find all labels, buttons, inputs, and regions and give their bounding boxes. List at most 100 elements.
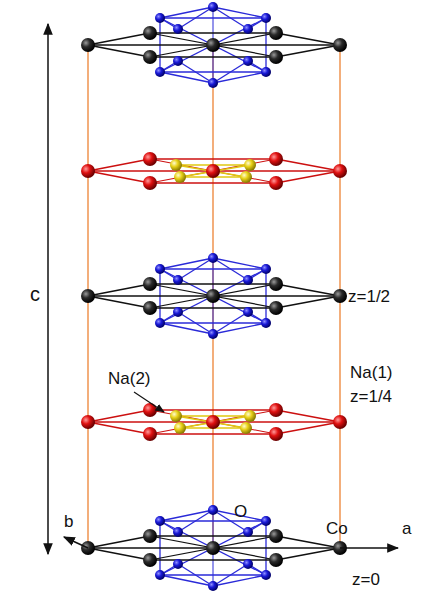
co-atom — [269, 50, 283, 64]
bond — [88, 159, 150, 171]
o-atom — [243, 275, 253, 285]
o-atom — [155, 67, 165, 77]
bond — [150, 535, 276, 537]
o-atom — [261, 318, 271, 328]
structure-label: O — [234, 503, 247, 520]
bond — [150, 158, 276, 160]
structure-label: z=1/2 — [348, 288, 390, 305]
co-atom — [206, 289, 220, 303]
o-atom — [173, 56, 183, 66]
na2-atom — [240, 422, 252, 434]
co-atom — [81, 289, 95, 303]
o-atom — [155, 318, 165, 328]
na2-pointer — [134, 392, 164, 412]
bond — [150, 536, 276, 560]
na1-atom — [81, 164, 95, 178]
o-atom — [208, 329, 218, 339]
na2-atom — [170, 410, 182, 422]
bond — [88, 33, 150, 45]
na-layer — [81, 403, 347, 441]
co-atom — [206, 38, 220, 52]
o-atom — [155, 516, 165, 526]
bond — [150, 159, 276, 183]
co-atom — [206, 541, 220, 555]
o-atom — [173, 24, 183, 34]
bond — [276, 548, 340, 560]
na1-atom — [333, 415, 347, 429]
bond — [88, 296, 150, 308]
o-atom — [173, 307, 183, 317]
na1-atom — [269, 176, 283, 190]
bond — [150, 284, 276, 308]
co-atom — [333, 289, 347, 303]
bond — [276, 159, 340, 171]
bond — [150, 56, 276, 58]
bond — [150, 410, 276, 434]
co-atom — [143, 277, 157, 291]
o-atom — [208, 78, 218, 88]
o-atom — [173, 527, 183, 537]
bond — [150, 33, 276, 57]
bond — [150, 182, 276, 184]
co-atom — [269, 26, 283, 40]
bond — [150, 559, 276, 561]
co-atom — [269, 277, 283, 291]
co-atom — [269, 301, 283, 315]
o-atom — [208, 253, 218, 263]
bond — [276, 33, 340, 45]
co-atom — [143, 301, 157, 315]
bond — [88, 284, 150, 296]
o-atom — [155, 264, 165, 274]
co-o-layer — [81, 253, 347, 339]
o-atom — [243, 559, 253, 569]
na1-atom — [143, 403, 157, 417]
o-atom — [155, 570, 165, 580]
o-atom — [208, 581, 218, 591]
na1-atom — [269, 152, 283, 166]
o-atom — [243, 307, 253, 317]
co-atom — [143, 26, 157, 40]
bond — [150, 409, 276, 411]
bond — [150, 32, 276, 34]
na1-atom — [269, 427, 283, 441]
structure-label: z=1/4 — [350, 388, 392, 405]
co-atom — [269, 529, 283, 543]
o-atom — [261, 67, 271, 77]
na2-atom — [244, 159, 256, 171]
structure-label: Na(1) — [350, 364, 393, 381]
co-atom — [333, 38, 347, 52]
o-atom — [261, 516, 271, 526]
na1-atom — [269, 403, 283, 417]
bond — [88, 548, 150, 560]
bond — [150, 284, 276, 308]
bond — [88, 45, 150, 57]
bond — [88, 171, 150, 183]
co-atom — [269, 553, 283, 567]
bond — [150, 410, 276, 434]
bond — [150, 283, 276, 285]
co-atom — [143, 50, 157, 64]
o-atom — [261, 13, 271, 23]
o-atom — [243, 24, 253, 34]
structure-label: Na(2) — [108, 370, 151, 387]
bond — [276, 45, 340, 57]
bond — [276, 296, 340, 308]
structure-label: z=0 — [352, 571, 380, 588]
bond — [150, 536, 276, 560]
na1-atom — [143, 152, 157, 166]
na2-atom — [170, 159, 182, 171]
o-atom — [261, 264, 271, 274]
a-axis-arrow — [340, 547, 398, 549]
bond — [276, 284, 340, 296]
b-axis-arrow — [64, 537, 88, 548]
bond — [276, 171, 340, 183]
na2-atom — [244, 410, 256, 422]
na1-atom — [333, 164, 347, 178]
co-atom — [143, 553, 157, 567]
co-atom — [143, 529, 157, 543]
co-o-layer — [81, 505, 347, 591]
bond — [176, 416, 246, 428]
na2-atom — [174, 422, 186, 434]
na2-atom — [174, 171, 186, 183]
na1-atom — [143, 176, 157, 190]
